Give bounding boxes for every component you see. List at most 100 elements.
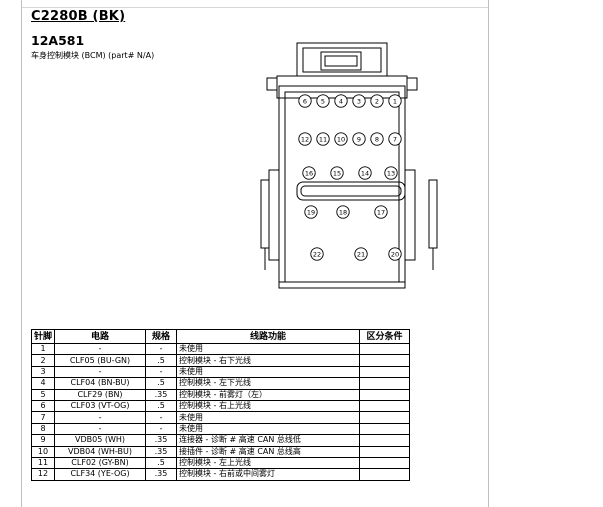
pin-label: 12 bbox=[301, 136, 309, 144]
function-cell: 接插件 - 诊断 # 高速 CAN 总线高 bbox=[176, 445, 361, 458]
pin-label: 20 bbox=[391, 251, 399, 259]
table-row: 8--未使用 bbox=[30, 422, 411, 436]
pin-label: 19 bbox=[307, 209, 315, 217]
pin-cell: 2 bbox=[30, 354, 56, 367]
left-margin-line bbox=[21, 0, 22, 507]
pin-1: 1 bbox=[388, 94, 402, 108]
function-cell: 控制模块 - 右上光线 bbox=[176, 399, 361, 413]
pin-12: 12 bbox=[298, 132, 312, 146]
pin-8: 8 bbox=[370, 132, 384, 146]
pin-cell: 1 bbox=[30, 342, 56, 356]
function-cell: 控制模块 - 右下光线 bbox=[176, 354, 361, 367]
connector-title: C2280B (BK) bbox=[31, 9, 126, 24]
pin-label: 5 bbox=[321, 98, 325, 106]
condition-cell bbox=[359, 411, 411, 424]
function-cell: 未使用 bbox=[176, 422, 361, 436]
gauge-cell: .35 bbox=[145, 434, 178, 447]
pin-11: 11 bbox=[316, 132, 330, 146]
circuit-cell: - bbox=[54, 342, 147, 356]
part-number: 12A581 bbox=[31, 33, 85, 48]
header-function: 线路功能 bbox=[176, 329, 361, 344]
condition-cell bbox=[359, 365, 411, 379]
pin-label: 14 bbox=[361, 170, 369, 178]
circuit-cell: CLF05 (BU-GN) bbox=[54, 354, 147, 367]
circuit-cell: - bbox=[54, 365, 147, 379]
gauge-cell: - bbox=[145, 365, 178, 379]
function-cell: 控制模块 - 右前或中间雾灯 bbox=[176, 468, 361, 481]
pin-cell: 11 bbox=[30, 456, 56, 470]
gauge-cell: .35 bbox=[145, 388, 178, 401]
header-condition: 区分条件 bbox=[359, 329, 411, 344]
pin-17: 17 bbox=[374, 205, 388, 219]
table-header-row: 针脚 电路 规格 线路功能 区分条件 bbox=[30, 329, 411, 344]
part-description: 车身控制模块 (BCM) (part# N/A) bbox=[31, 51, 155, 60]
pin-3: 3 bbox=[352, 94, 366, 108]
pin-label: 22 bbox=[313, 251, 321, 259]
circuit-cell: VDB04 (WH-BU) bbox=[54, 445, 147, 458]
circuit-cell: CLF03 (VT-OG) bbox=[54, 399, 147, 413]
function-cell: 控制模块 - 左下光线 bbox=[176, 377, 361, 390]
gauge-cell: .5 bbox=[145, 354, 178, 367]
circuit-cell: - bbox=[54, 422, 147, 436]
gauge-cell: .5 bbox=[145, 456, 178, 470]
condition-cell bbox=[359, 354, 411, 367]
pin-10: 10 bbox=[334, 132, 348, 146]
pin-7: 7 bbox=[388, 132, 402, 146]
table-row: 7--未使用 bbox=[30, 411, 411, 424]
pin-label: 17 bbox=[377, 209, 385, 217]
circuit-cell: - bbox=[54, 411, 147, 424]
pin-16: 16 bbox=[302, 166, 316, 180]
condition-cell bbox=[359, 399, 411, 413]
function-cell: 连接器 - 诊断 # 高速 CAN 总线低 bbox=[176, 434, 361, 447]
pin-14: 14 bbox=[358, 166, 372, 180]
circuit-cell: CLF34 (YE-OG) bbox=[54, 468, 147, 481]
gauge-cell: .35 bbox=[145, 445, 178, 458]
gauge-cell: .5 bbox=[145, 377, 178, 390]
pin-label: 21 bbox=[357, 251, 365, 259]
pin-label: 18 bbox=[339, 209, 347, 217]
pin-21: 21 bbox=[354, 247, 368, 261]
pin-label: 3 bbox=[357, 98, 361, 106]
gauge-cell: .5 bbox=[145, 399, 178, 413]
gauge-cell: - bbox=[145, 342, 178, 356]
function-cell: 控制模块 - 左上光线 bbox=[176, 456, 361, 470]
header-circuit: 电路 bbox=[54, 329, 147, 344]
gauge-cell: - bbox=[145, 411, 178, 424]
left-rail bbox=[260, 179, 270, 249]
pin-13: 13 bbox=[384, 166, 398, 180]
pin-20: 20 bbox=[388, 247, 402, 261]
header-gauge: 规格 bbox=[145, 329, 178, 344]
pin-label: 10 bbox=[337, 136, 345, 144]
pin-label: 15 bbox=[333, 170, 341, 178]
pin-label: 1 bbox=[393, 98, 397, 106]
condition-cell bbox=[359, 445, 411, 458]
pin-15: 15 bbox=[330, 166, 344, 180]
pin-18: 18 bbox=[336, 205, 350, 219]
pin-label: 6 bbox=[303, 98, 307, 106]
pin-cell: 4 bbox=[30, 377, 56, 390]
condition-cell bbox=[359, 342, 411, 356]
pin-label: 9 bbox=[357, 136, 361, 144]
pin-2: 2 bbox=[370, 94, 384, 108]
pin-cell: 9 bbox=[30, 434, 56, 447]
pin-5: 5 bbox=[316, 94, 330, 108]
pin-cell: 3 bbox=[30, 365, 56, 379]
pin-9: 9 bbox=[352, 132, 366, 146]
condition-cell bbox=[359, 468, 411, 481]
top-rule bbox=[21, 7, 489, 8]
pin-22: 22 bbox=[310, 247, 324, 261]
function-cell: 控制模块 - 前雾灯（左） bbox=[176, 388, 361, 401]
table-row: 1--未使用 bbox=[30, 342, 411, 356]
pin-cell: 8 bbox=[30, 422, 56, 436]
pin-4: 4 bbox=[334, 94, 348, 108]
condition-cell bbox=[359, 434, 411, 447]
